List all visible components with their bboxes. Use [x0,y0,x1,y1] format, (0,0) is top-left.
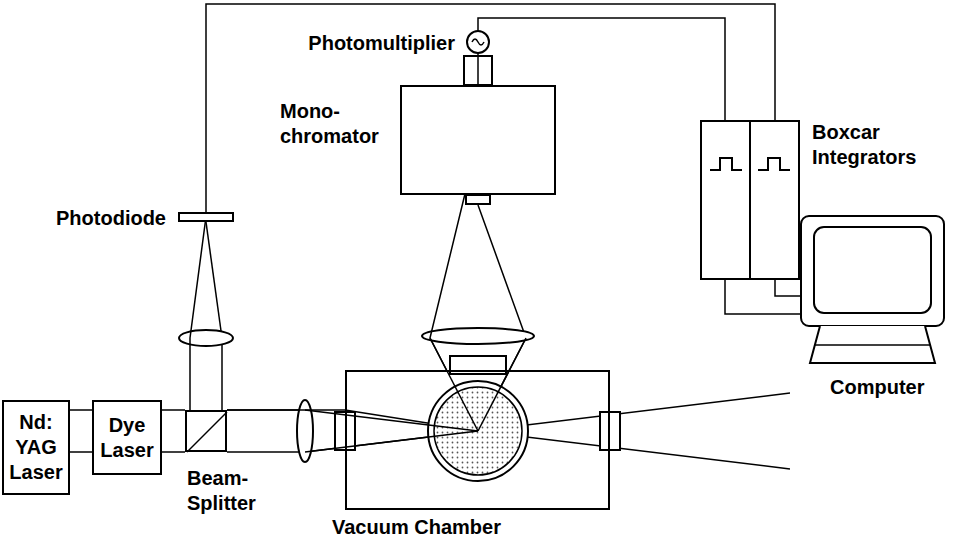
connector-line [430,195,465,370]
node-label: Nd: YAG Laser [6,410,66,485]
shape-outline [700,120,800,280]
photomultiplier: Photomultiplier [467,31,489,53]
connector-line [477,53,479,85]
node-label: Computer [830,375,924,400]
node-label: Photodiode [56,206,166,231]
shape-outline [187,412,225,450]
photodiode: Photodiode [178,212,234,222]
connector-line [206,4,775,212]
monochromator: Mono- chromator [400,85,556,195]
connector-line [725,280,800,314]
beam-splitter-cube: Beam- Splitter [185,410,227,452]
node-label: Photomultiplier [308,31,455,56]
connector-line [227,409,345,411]
connector-line [190,222,205,410]
laser-box: Nd: YAG Laser [2,400,70,495]
boxcar-integrator: Boxcar Integrators [700,120,800,280]
shape-outline [800,215,945,365]
laser-box: Dye Laser [92,400,162,475]
shape-outline [467,31,489,53]
vacuum-chamber: Vacuum Chamber [345,370,610,510]
node-label: Beam- Splitter [187,466,272,516]
node-label: Mono- chromator [280,99,392,149]
node-label: Dye Laser [96,413,158,463]
computer: Computer [800,215,945,365]
connector-line [70,409,92,411]
node-label: Boxcar Integrators [812,120,932,170]
node-label: Vacuum Chamber [332,515,501,540]
connector-line [162,409,185,411]
